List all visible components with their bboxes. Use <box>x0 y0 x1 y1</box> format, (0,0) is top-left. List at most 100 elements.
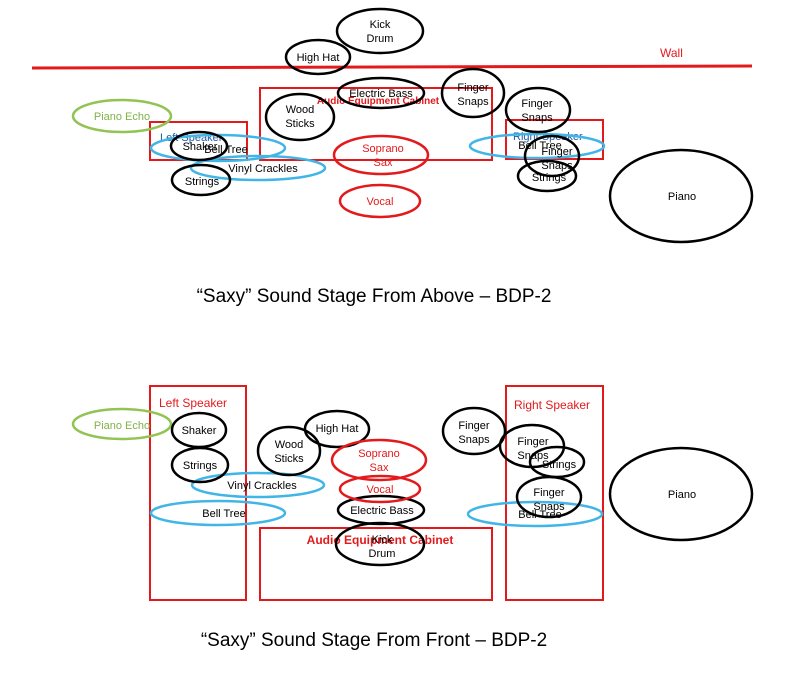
front-high-hat-ellipse <box>303 409 371 449</box>
front-cabinet-label: Audio Equipment Cabinet <box>307 533 454 547</box>
top-label-kick-drum-line-2: Drum <box>367 33 394 45</box>
top-label-wood-sticks-line-2: Sticks <box>285 118 315 130</box>
front-bell-tree-left-ellipse <box>149 499 287 527</box>
front-label-electric-bass-line-1: Electric Bass <box>350 505 414 517</box>
top-label-bell-tree-left: Bell Tree <box>204 144 247 156</box>
top-finger-snaps-b-ellipse <box>504 86 572 134</box>
top-shaker-ellipse <box>169 130 229 162</box>
top-label-vinyl-crackles-line-1: Vinyl Crackles <box>228 163 298 175</box>
front-vinyl-crackles-ellipse <box>190 471 326 499</box>
top-label-piano: Piano <box>668 191 696 203</box>
top-strings-right-ellipse <box>516 159 578 193</box>
front-wood-sticks-ellipse <box>256 425 322 477</box>
front-finger-snaps-a-ellipse <box>441 406 507 456</box>
front-label-piano-echo-line-1: Piano Echo <box>94 420 150 432</box>
front-label-bell-tree-right-line-1: Bell Tree <box>518 509 561 521</box>
front-piano-ellipse <box>608 446 754 542</box>
front-soprano-sax-ellipse <box>330 438 428 482</box>
top-label-bell-tree-right: Bell Tree <box>518 140 561 152</box>
top-cabinet <box>259 87 493 161</box>
top-label-shaker-line-1: Shaker <box>183 141 218 153</box>
front-label-shaker: Shaker <box>182 425 217 437</box>
front-piano-echo-ellipse <box>71 407 173 441</box>
top-label-bell-tree-right-line-1: Bell Tree <box>518 140 561 152</box>
top-piano-ellipse <box>608 148 754 244</box>
top-cabinet-label: Audio Equipment Cabinet <box>317 96 440 107</box>
front-label-wood-sticks-line-1: Wood <box>275 439 304 451</box>
top-label-finger-snaps-c-line-1: Finger <box>541 146 573 158</box>
top-label-soprano-sax-line-2: Sax <box>374 157 393 169</box>
top-label-electric-bass-line-1: Electric Bass <box>349 88 413 100</box>
top-view: Wall Audio Equipment Cabinet Left Speake… <box>31 7 754 307</box>
top-label-finger-snaps-b-line-1: Finger <box>521 98 553 110</box>
front-label-kick-drum-line-1: Kick <box>372 534 393 546</box>
top-label-strings-left: Strings <box>185 176 220 188</box>
top-label-vocal-line-1: Vocal <box>367 196 394 208</box>
top-label-high-hat-line-1: High Hat <box>297 52 340 64</box>
front-label-wood-sticks-line-2: Sticks <box>274 453 304 465</box>
front-label-piano: Piano <box>668 489 696 501</box>
top-wall-label: Wall <box>660 46 683 60</box>
front-label-vocal: Vocal <box>367 484 394 496</box>
top-high-hat-ellipse <box>284 38 352 76</box>
front-vocal-ellipse <box>338 474 422 504</box>
front-label-vocal-line-1: Vocal <box>367 484 394 496</box>
front-label-soprano-sax-line-1: Soprano <box>358 448 400 460</box>
top-strings-left-ellipse <box>170 163 232 197</box>
top-label-vinyl-crackles: Vinyl Crackles <box>228 163 298 175</box>
top-finger-snaps-c-ellipse <box>523 134 581 178</box>
top-finger-snaps-a-ellipse <box>440 67 506 119</box>
top-label-strings-right: Strings <box>532 172 567 184</box>
top-label-piano-echo: Piano Echo <box>94 111 150 123</box>
top-soprano-sax-ellipse <box>332 134 430 176</box>
front-left-speaker <box>149 385 247 601</box>
front-cabinet <box>259 527 493 601</box>
top-right-speaker <box>505 119 604 160</box>
front-label-finger-snaps-a-line-2: Snaps <box>458 434 490 446</box>
front-right-speaker-label: Right Speaker <box>514 398 590 412</box>
front-right-speaker <box>505 385 604 601</box>
front-label-high-hat-line-1: High Hat <box>316 423 359 435</box>
front-label-finger-snaps-c-line-1: Finger <box>533 487 565 499</box>
front-label-finger-snaps-b-line-1: Finger <box>517 436 549 448</box>
top-bell-tree-right-ellipse <box>468 132 606 160</box>
front-label-electric-bass: Electric Bass <box>350 505 414 517</box>
top-label-finger-snaps-c-line-2: Snaps <box>541 160 573 172</box>
top-label-finger-snaps-a-line-2: Snaps <box>457 96 489 108</box>
top-label-finger-snaps-b-line-2: Snaps <box>521 112 553 124</box>
top-label-wood-sticks-line-1: Wood <box>286 104 315 116</box>
front-finger-snaps-c-ellipse <box>515 475 583 519</box>
top-label-piano-echo-line-1: Piano Echo <box>94 111 150 123</box>
top-label-shaker: Shaker <box>183 141 218 153</box>
top-label-kick-drum-line-1: Kick <box>370 19 391 31</box>
front-label-strings-left-line-1: Strings <box>183 460 218 472</box>
front-label-bell-tree-left: Bell Tree <box>202 508 245 520</box>
top-vocal-ellipse <box>338 183 422 219</box>
front-label-strings-right-line-1: Strings <box>542 459 577 471</box>
front-title: “Saxy” Sound Stage From Front – BDP-2 <box>201 630 547 651</box>
front-view: Left Speaker Right Speaker Audio Equipme… <box>71 385 754 651</box>
front-label-finger-snaps-a-line-1: Finger <box>458 420 490 432</box>
top-label-finger-snaps-a-line-1: Finger <box>457 82 489 94</box>
top-piano-echo-ellipse <box>71 98 173 134</box>
top-label-vocal: Vocal <box>367 196 394 208</box>
front-bell-tree-right-ellipse <box>466 500 604 528</box>
front-left-speaker-label: Left Speaker <box>159 396 227 410</box>
front-label-kick-drum-line-2: Drum <box>369 548 396 560</box>
top-label-strings-right-line-1: Strings <box>532 172 567 184</box>
front-label-vinyl-crackles-line-1: Vinyl Crackles <box>227 480 297 492</box>
front-label-strings-left: Strings <box>183 460 218 472</box>
front-strings-left-ellipse <box>170 446 230 484</box>
front-label-finger-snaps-b-line-2: Snaps <box>517 450 549 462</box>
